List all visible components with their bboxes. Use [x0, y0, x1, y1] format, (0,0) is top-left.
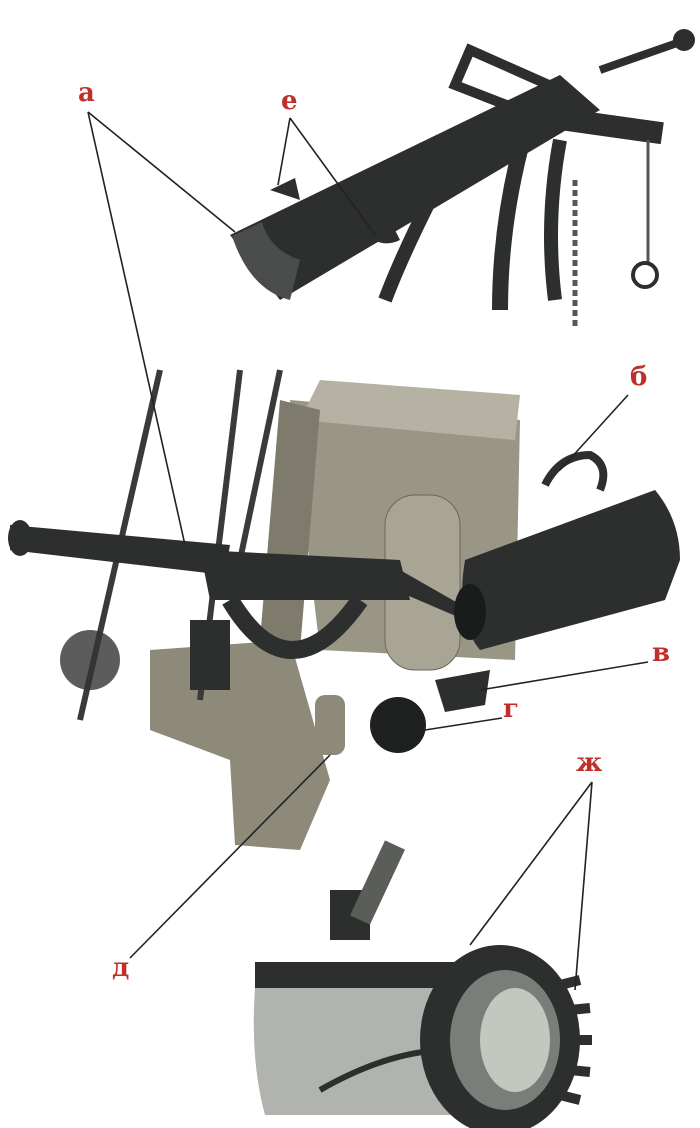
label-e: е — [281, 86, 298, 116]
leader-lines — [87, 111, 649, 991]
label-b: б — [630, 362, 648, 392]
label-zh: ж — [576, 748, 603, 778]
label-d: д — [112, 953, 130, 983]
label-v: в — [652, 638, 671, 668]
ship-gun-scene — [8, 369, 680, 850]
label-g: г — [503, 694, 519, 724]
chamber-detail — [253, 840, 592, 1128]
label-a: а — [78, 78, 95, 108]
breech-detail — [230, 29, 695, 330]
